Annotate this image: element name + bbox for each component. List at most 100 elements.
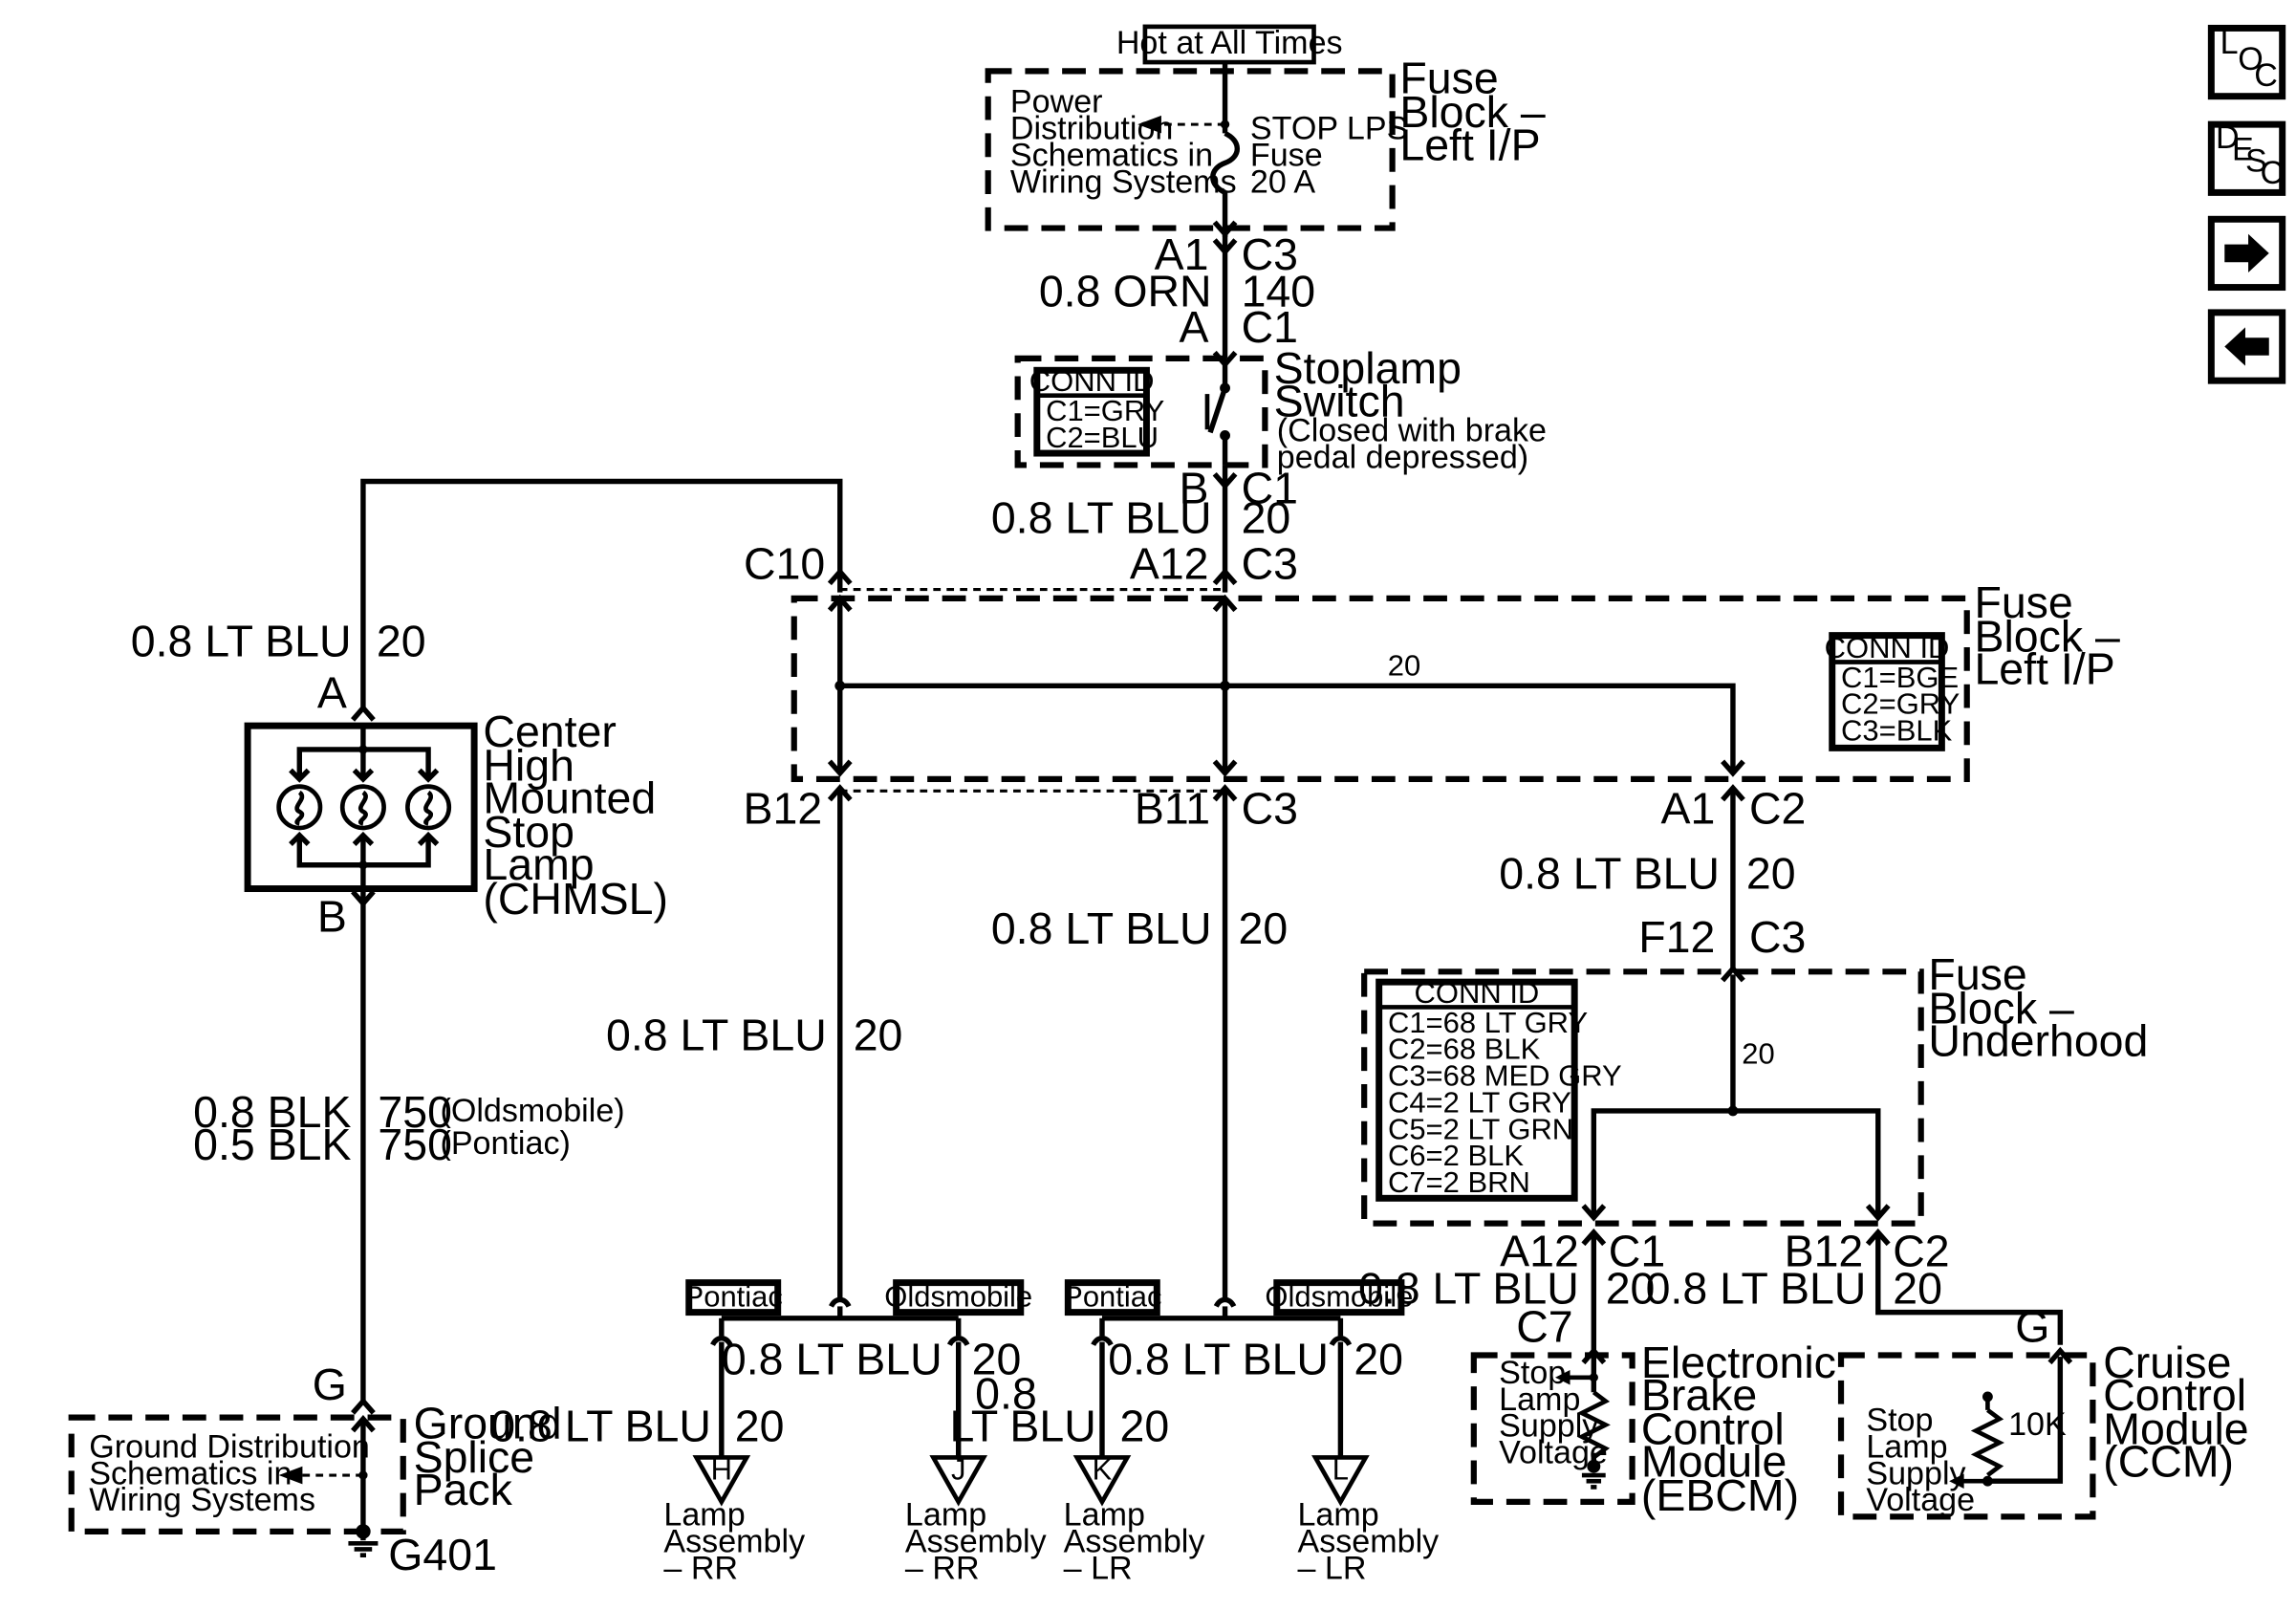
lamp-k-line-2: Assembly — [1064, 1524, 1205, 1560]
ccm-inner-2: Lamp — [1866, 1428, 1947, 1465]
chmsl-pin-a: A — [317, 668, 347, 718]
tag-olds-lr — [1273, 1279, 1405, 1316]
j-wire: 0.8 LT BLU — [722, 1335, 942, 1384]
chmsl-feed: 0.8 LT BLU 20 A — [131, 478, 843, 722]
fuse-block-ip-bus — [839, 683, 1736, 771]
tag-pontiac-lr-label: Pontiac — [1063, 1279, 1161, 1313]
switch-conn-id-box — [1033, 366, 1150, 457]
ebcm-wire: 0.8 LT BLU — [1358, 1263, 1579, 1313]
switch-wire: 0.8 LT BLU — [991, 493, 1212, 543]
fuse-rating: 20 A — [1250, 163, 1315, 200]
lamp-h-line-2: Assembly — [663, 1524, 805, 1560]
ground-id: G401 — [388, 1530, 497, 1579]
l-circuit: 20 — [1354, 1335, 1403, 1384]
underhood-name-2: Block – — [1928, 984, 2074, 1033]
ccm-outline — [1837, 1352, 2096, 1520]
pin-b-switch: B — [1180, 464, 1209, 513]
chmsl-name-4: Stop — [483, 807, 574, 857]
underhood-bus-circuit: 20 — [1742, 1036, 1774, 1070]
ebcm-input-arrow-icon — [1555, 1370, 1570, 1385]
fuse-icon — [1210, 130, 1241, 195]
power-dist-line-1: Power — [1010, 84, 1103, 120]
ebcm-name-5: (EBCM) — [1641, 1470, 1799, 1520]
underhood-conn-id-title: CONN ID — [1415, 976, 1540, 1010]
switch-note-1: (Closed with brake — [1277, 413, 1547, 449]
conn-b12-underhood: C2 — [1893, 1227, 1949, 1276]
tag-olds-rr — [893, 1279, 1025, 1316]
ccm-resistor-value: 10K — [2008, 1406, 2067, 1443]
ccm-wire: 0.8 LT BLU — [1646, 1263, 1867, 1313]
lamp-h-line-1: Lamp — [663, 1497, 745, 1534]
chmsl-lamp: Center High Mounted Stop Lamp (CHMSL) — [244, 707, 668, 924]
conn-a12-underhood: C1 — [1609, 1227, 1665, 1276]
pin-a12-ip: A12 — [1130, 539, 1209, 589]
circuit-140: 140 — [1242, 267, 1316, 316]
underhood-name-1: Fuse — [1928, 949, 2026, 999]
desc-button[interactable]: D E S C — [2207, 120, 2286, 196]
bulb-icon — [339, 784, 386, 831]
ccm-resistor-icon — [1970, 1407, 2004, 1477]
fuse-block-ip-conn-c2: C2=GRY — [1841, 687, 1960, 721]
ebcm-inner-2: Lamp — [1499, 1382, 1580, 1418]
conn-c1-switch-top: C1 — [1242, 302, 1298, 352]
wire-orn: 0.8 ORN — [1039, 267, 1212, 316]
underhood-conn-c1: C1=68 LT GRY — [1388, 1006, 1588, 1039]
underhood-conn-c3: C3=68 MED GRY — [1388, 1059, 1622, 1093]
lamp-l-connector-icon — [1311, 1455, 1370, 1507]
rear-branch-b12: 0.8 LT BLU 20 Pontiac Oldsmobile 0.8 LT … — [490, 791, 1047, 1586]
loc-letter-2: O — [2238, 41, 2264, 77]
bulb-icon — [405, 784, 452, 831]
l-wire: 0.8 LT BLU — [1108, 1335, 1329, 1384]
underhood-conn-c6: C6=2 BLK — [1388, 1139, 1524, 1172]
previous-button[interactable] — [2207, 309, 2286, 384]
fuse-block-ip-label-3: Left I/P — [1974, 644, 2114, 694]
desc-letter-2: E — [2232, 131, 2254, 167]
switch-name-2: Switch — [1274, 376, 1405, 425]
fuse-block-top-outline — [985, 68, 1396, 231]
lamp-j-line-3: – RR — [905, 1550, 980, 1586]
lamp-j-line-1: Lamp — [905, 1497, 986, 1534]
fuse-block-ip-label-2: Block – — [1974, 612, 2120, 662]
ground-splice-name-2: Splice — [414, 1432, 535, 1482]
ccm: G Stop Lamp Supply Voltage 10K Cruise Co… — [1837, 1235, 2249, 1520]
b12-circuit: 20 — [854, 1010, 903, 1059]
switch-outline — [1014, 355, 1268, 468]
loc-letter-3: C — [2254, 57, 2278, 94]
switch-contact-icon — [1207, 387, 1228, 434]
chmsl-ground-note-pon: (Pontiac) — [440, 1125, 570, 1162]
pin-c10: C10 — [744, 539, 825, 589]
ebcm-ground-icon — [1581, 1472, 1606, 1490]
ground-splice-outline — [68, 1414, 406, 1534]
chmsl-ground-circ-pon: 750 — [378, 1120, 452, 1169]
b12-wire: 0.8 LT BLU — [606, 1010, 827, 1059]
conn-c3-top: C3 — [1242, 229, 1298, 279]
chmsl-ground-wire-pon: 0.5 BLK — [193, 1120, 351, 1169]
k-wire-gauge: 0.8 — [975, 1368, 1037, 1418]
chmsl-ground-circ-old: 750 — [378, 1087, 452, 1137]
tag-pontiac-rr-label: Pontiac — [684, 1279, 783, 1313]
fuse-block-top-label-2: Block – — [1399, 87, 1546, 137]
tag-olds-lr-label: Oldsmobile — [1265, 1279, 1413, 1313]
ground-splice-name-3: Pack — [414, 1465, 513, 1514]
switch-note-2: pedal depressed) — [1277, 440, 1528, 476]
next-button[interactable] — [2207, 215, 2286, 292]
ground-dist-arrow-icon — [278, 1466, 303, 1485]
underhood-conn-c5: C5=2 LT GRN — [1388, 1112, 1573, 1145]
switch-conn-c2: C2=BLU — [1046, 421, 1159, 454]
pin-b12-underhood: B12 — [1785, 1227, 1864, 1276]
power-dist-line-4: Wiring Systems — [1010, 163, 1237, 200]
fuse-block-ip-conn-c3: C3=BLK — [1841, 714, 1953, 748]
ccm-name-4: (CCM) — [2103, 1437, 2234, 1487]
lamp-k-line-1: Lamp — [1064, 1497, 1145, 1534]
ebcm-circuit: 20 — [1606, 1263, 1656, 1313]
loc-button[interactable]: L O C — [2207, 25, 2286, 100]
ccm-name-3: Module — [2103, 1403, 2248, 1453]
chmsl-pin-g: G — [313, 1360, 347, 1409]
pin-a1-top: A1 — [1155, 229, 1209, 279]
ground-symbol-icon — [348, 1531, 379, 1558]
tag-olds-rr-label: Oldsmobile — [884, 1279, 1032, 1313]
pin-a12-underhood: A12 — [1500, 1227, 1579, 1276]
ebcm-resistor-icon — [1576, 1390, 1611, 1460]
ground-dist-line-1: Ground Distribution — [89, 1428, 370, 1465]
lamp-k-connector-icon — [1072, 1455, 1132, 1507]
